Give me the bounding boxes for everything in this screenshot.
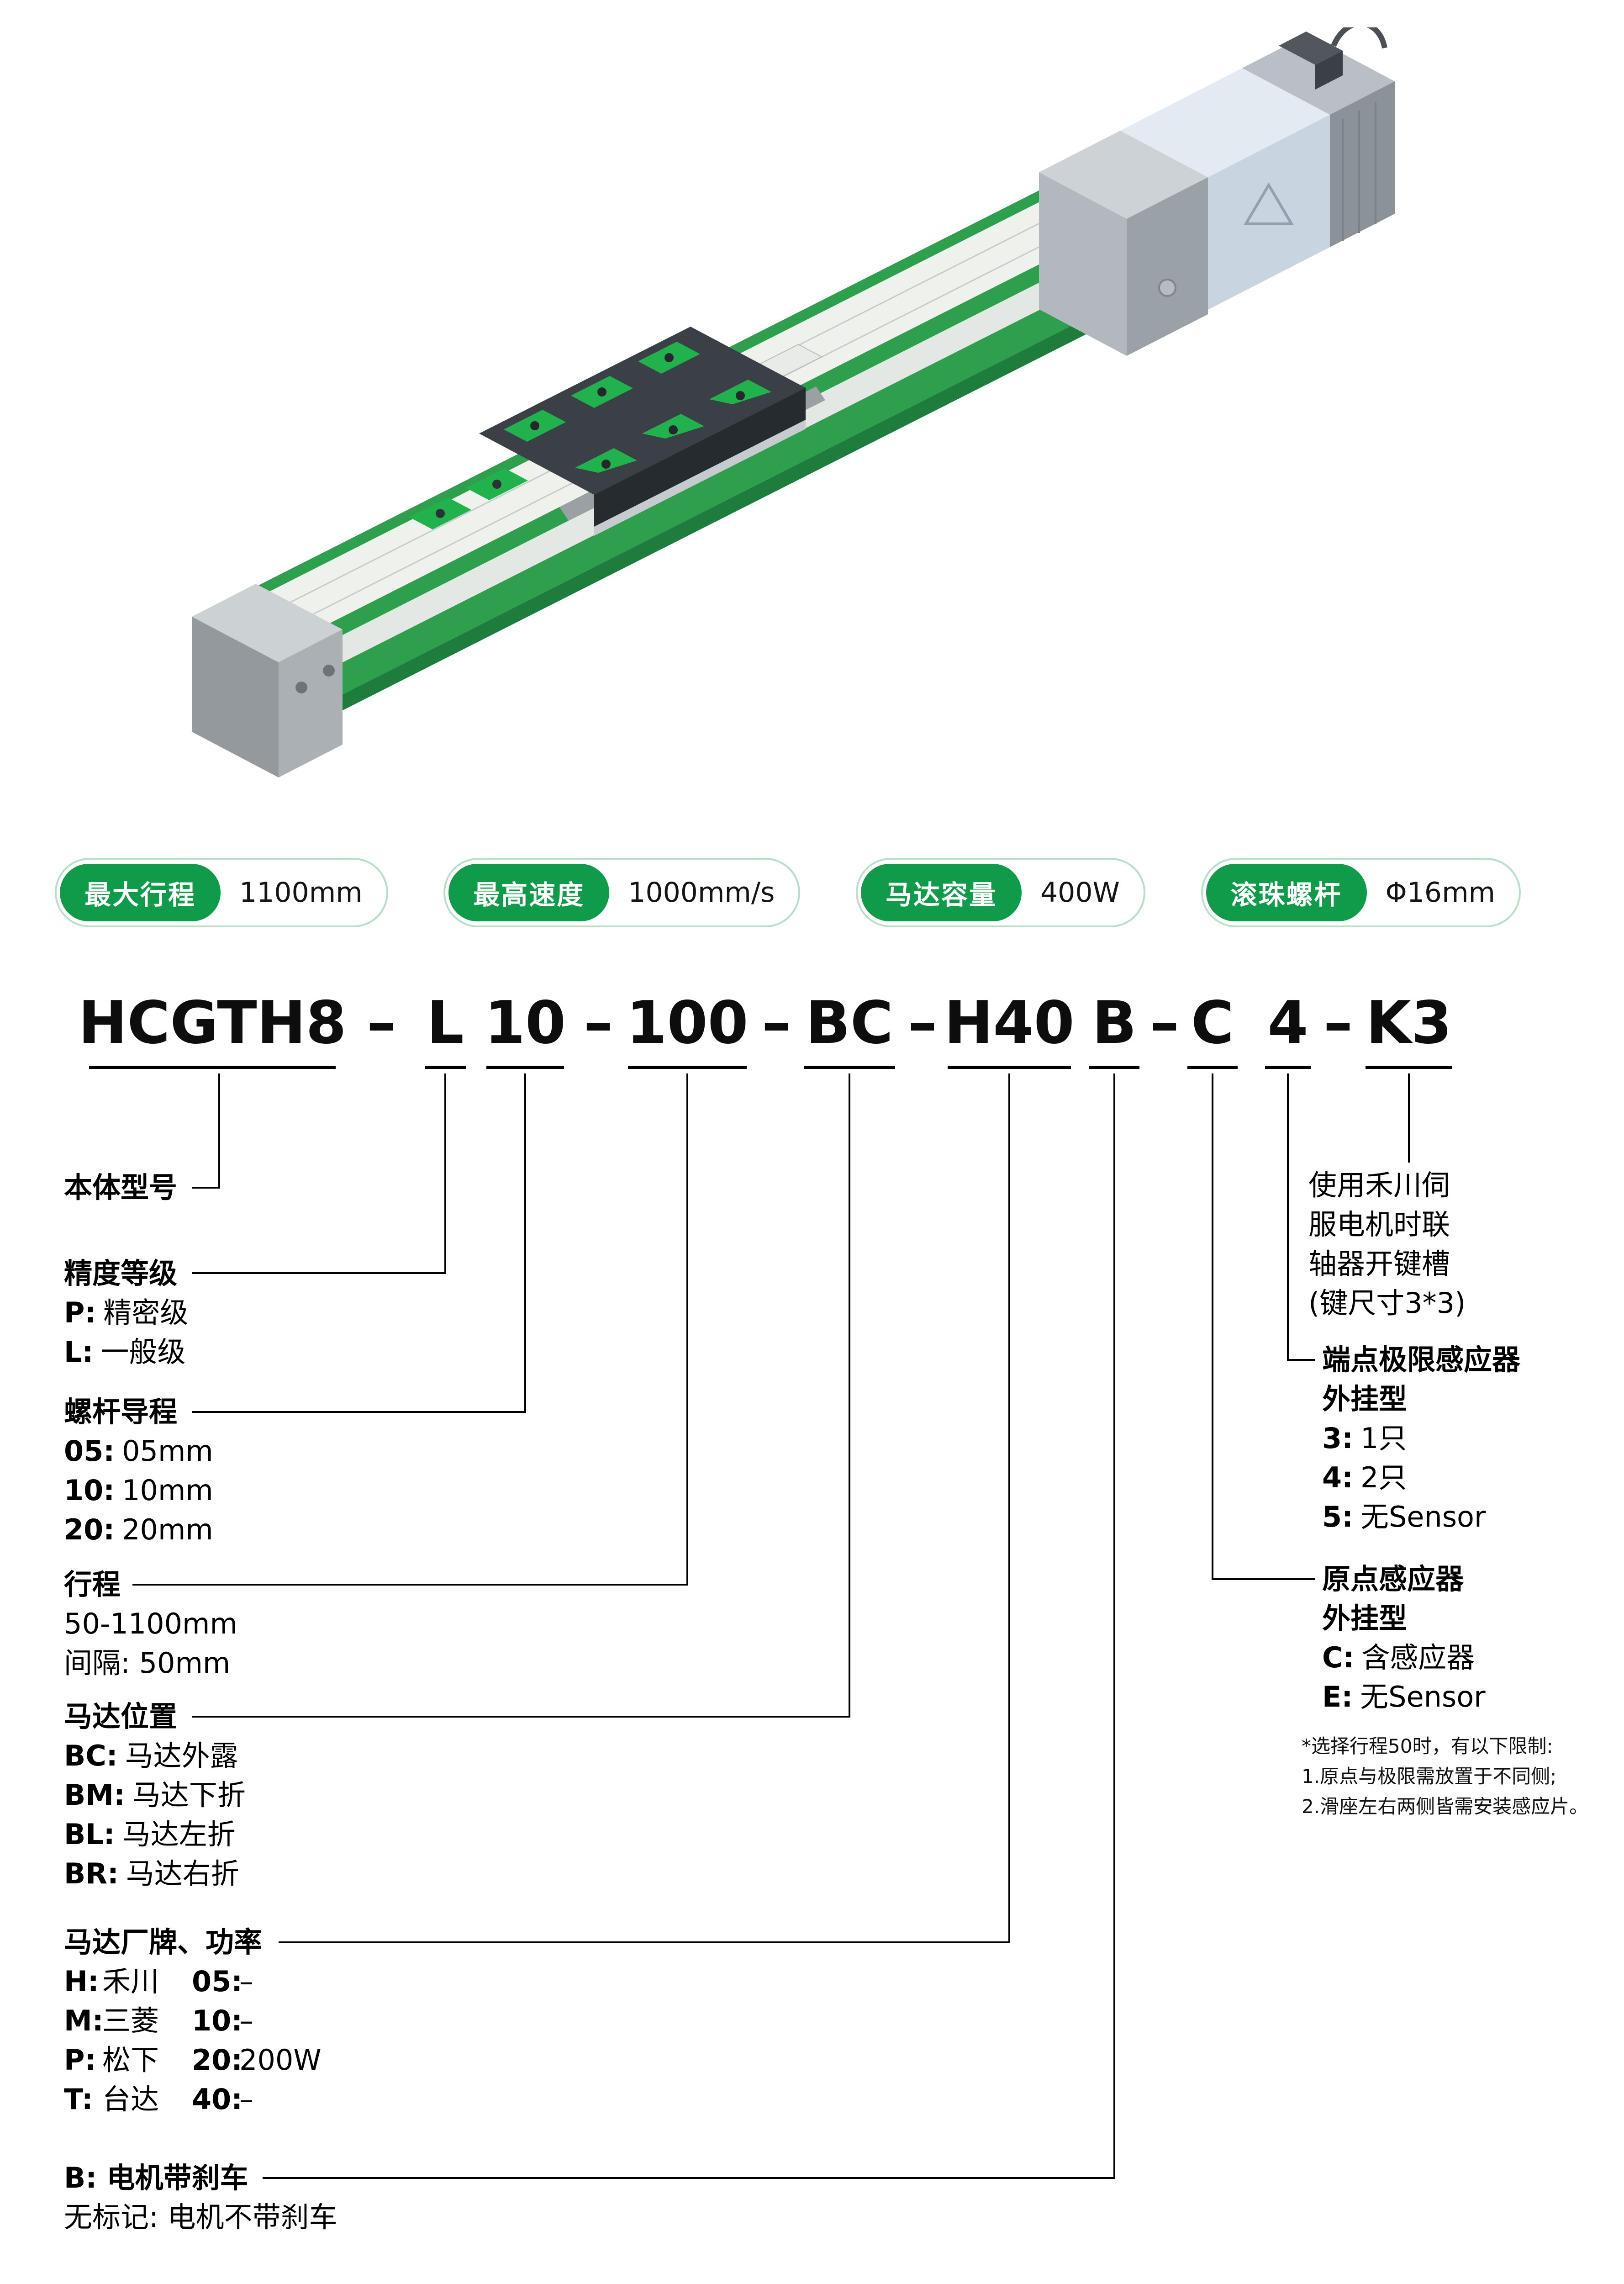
option-row: 5:无Sensor: [1322, 1500, 1486, 1533]
option-row: E:无Sensor: [1322, 1680, 1486, 1713]
option-row: 4:2只: [1322, 1461, 1407, 1494]
annotation-title: 精度等级: [64, 1257, 178, 1290]
option-row: C:含感应器: [1322, 1641, 1475, 1674]
annotation-subtitle: 外挂型: [1322, 1602, 1408, 1635]
carriage: [479, 327, 806, 536]
code-separator: –: [367, 989, 396, 1057]
note-line: 服电机时联: [1308, 1208, 1450, 1241]
badge-max-speed: 最高速度 1000mm/s: [443, 858, 801, 927]
option-row: L:一般级: [64, 1335, 186, 1369]
option-row: 无标记: 电机不带刹车: [64, 2200, 337, 2234]
code-separator: –: [1323, 989, 1353, 1057]
annotation-origin-sensor: 原点感应器 外挂型 C:含感应器 E:无Sensor: [1322, 1560, 1486, 1717]
option-row: 间隔: 50mm: [64, 1646, 231, 1680]
code-separator: –: [908, 989, 937, 1057]
annotation-title: 马达厂牌、功率: [64, 1925, 263, 1959]
code-segment-motor-pos: BC: [804, 989, 895, 1069]
annotation-body-model: 本体型号: [64, 1168, 177, 1207]
annotation-motor-position: 马达位置 BC:马达外露 BM:马达下折 BL:马达左折 BR:马达右折: [64, 1697, 246, 1893]
badge-max-stroke-label: 最大行程: [60, 864, 221, 921]
annotation-title: 端点极限感应器: [1322, 1343, 1521, 1376]
badge-max-speed-label: 最高速度: [448, 864, 610, 921]
code-separator: –: [584, 989, 613, 1057]
code-segment-precision: L: [425, 989, 466, 1069]
annotation-title: 本体型号: [64, 1171, 178, 1204]
note-line: (键尺寸3*3): [1308, 1286, 1466, 1320]
note-line: 1.原点与极限需放置于不同侧;: [1302, 1765, 1557, 1787]
code-segment-brake: B: [1089, 989, 1139, 1069]
badge-max-stroke-value: 1100mm: [239, 877, 363, 909]
annotation-title: 马达位置: [64, 1700, 178, 1733]
end-cap: [192, 584, 343, 777]
annotation-stroke: 行程 50-1100mm 间隔: 50mm: [64, 1565, 237, 1683]
code-segment-lead: 10: [485, 989, 566, 1069]
code-segment-motor-brand: H40: [944, 989, 1075, 1069]
option-row: BC:马达外露: [64, 1739, 238, 1772]
note-line: 使用禾川伺: [1308, 1168, 1450, 1202]
code-segment-body: HCGTH8: [78, 989, 347, 1069]
annotation-screw-lead: 螺杆导程 05:05mm 10:10mm 20:20mm: [64, 1392, 213, 1549]
badge-ball-screw: 滚珠螺杆 Φ16mm: [1201, 858, 1521, 927]
option-row: BL:马达左折: [64, 1818, 236, 1851]
note-line: 2.滑座左右两侧皆需安装感应片。: [1302, 1795, 1589, 1818]
annotation-stroke50-note: *选择行程50时，有以下限制: 1.原点与极限需放置于不同侧; 2.滑座左右两侧…: [1302, 1731, 1588, 1822]
note-line: 轴器开键槽: [1308, 1247, 1450, 1280]
annotation-title: B: 电机带刹车: [64, 2161, 248, 2194]
code-segment-origin: C: [1187, 989, 1238, 1069]
annotation-brake: B: 电机带刹车 无标记: 电机不带刹车: [64, 2158, 337, 2237]
option-row: 50-1100mm: [64, 1607, 237, 1640]
code-segment-limit: 4: [1265, 989, 1311, 1069]
note-line: *选择行程50时，有以下限制:: [1302, 1735, 1553, 1757]
badge-motor-capacity: 马达容量 400W: [855, 858, 1145, 927]
annotation-title: 行程: [64, 1568, 121, 1601]
code-segment-keyway: K3: [1366, 989, 1452, 1069]
badge-ball-screw-label: 滚珠螺杆: [1206, 864, 1367, 921]
option-row: 10:10mm: [64, 1474, 213, 1507]
option-row: BR:马达右折: [64, 1857, 239, 1890]
annotation-precision-grade: 精度等级 P:精密级 L:一般级: [64, 1254, 188, 1372]
annotation-title: 螺杆导程: [64, 1395, 178, 1428]
badge-motor-capacity-label: 马达容量: [860, 864, 1022, 921]
code-separator: –: [762, 989, 791, 1057]
option-row: BM:马达下折: [64, 1778, 246, 1812]
option-row: 05:05mm: [64, 1434, 213, 1468]
spec-badges: 最大行程 1100mm 最高速度 1000mm/s 马达容量 400W 滚珠螺杆…: [55, 858, 1521, 927]
badge-max-speed-value: 1000mm/s: [628, 877, 775, 909]
badge-motor-capacity-value: 400W: [1040, 877, 1120, 909]
annotation-title: 原点感应器: [1322, 1562, 1464, 1596]
linear-actuator-illustration: [192, 27, 1395, 777]
option-row: P:精密级: [64, 1296, 189, 1329]
badge-max-stroke: 最大行程 1100mm: [55, 858, 388, 927]
annotation-coupling-keyway: 使用禾川伺 服电机时联 轴器开键槽 (键尺寸3*3): [1308, 1166, 1466, 1323]
annotation-limit-sensor: 端点极限感应器 外挂型 3:1只 4:2只 5:无Sensor: [1322, 1340, 1520, 1537]
badge-ball-screw-value: Φ16mm: [1385, 877, 1495, 909]
code-segment-stroke: 100: [626, 989, 749, 1069]
motor-assembly: [1039, 27, 1395, 356]
option-row: 20:20mm: [64, 1513, 213, 1546]
annotation-subtitle: 外挂型: [1322, 1382, 1408, 1416]
code-separator: –: [1150, 989, 1179, 1057]
option-row: 3:1只: [1322, 1422, 1407, 1455]
